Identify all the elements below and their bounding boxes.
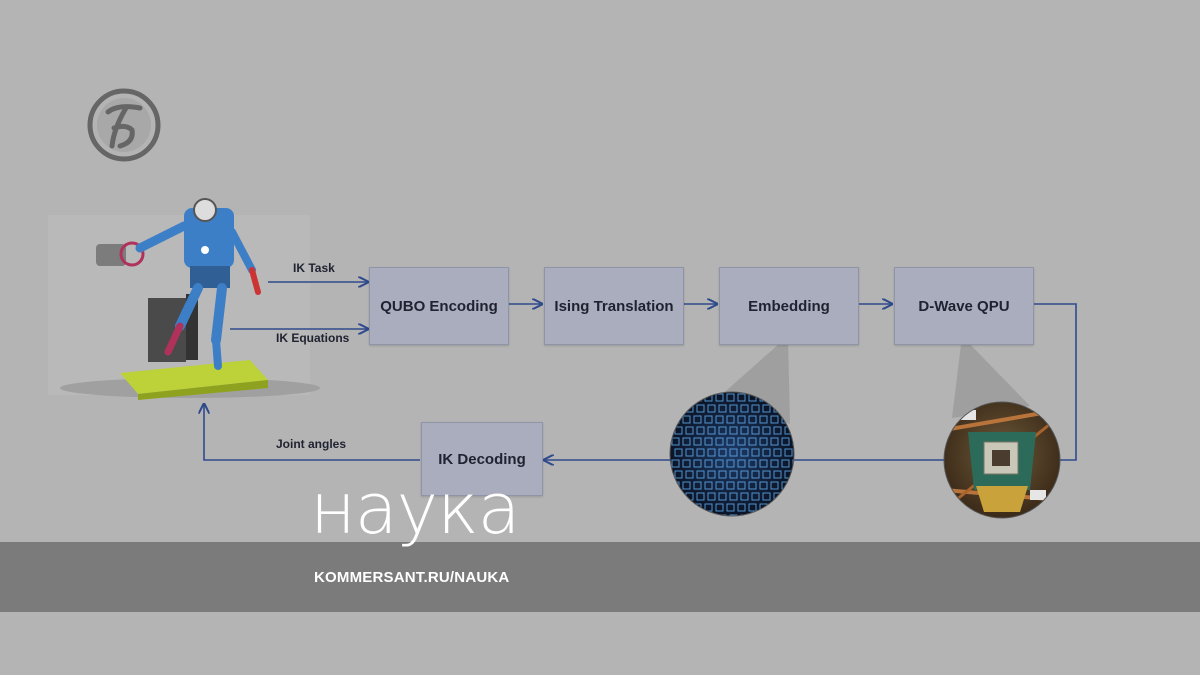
kommersant-logo-icon bbox=[87, 88, 161, 162]
section-url-link[interactable]: KOMMERSANT.RU/NAUKA bbox=[314, 569, 510, 586]
ik-task-label: IK Task bbox=[293, 261, 335, 275]
arrow-dwave-return bbox=[1032, 303, 1077, 461]
ik-equations-label: IK Equations bbox=[276, 331, 350, 345]
ising-translation-node: Ising Translation bbox=[544, 267, 684, 345]
qubo-encoding-node: QUBO Encoding bbox=[369, 267, 509, 345]
brand-banner bbox=[0, 542, 1200, 612]
arrow-joint-angles bbox=[204, 404, 420, 461]
section-title: наука bbox=[310, 468, 521, 550]
qpu-processor-icon bbox=[943, 401, 1061, 519]
dwave-qpu-node: D-Wave QPU bbox=[894, 267, 1034, 345]
embedding-node: Embedding bbox=[719, 267, 859, 345]
joint-angles-label: Joint angles bbox=[276, 437, 347, 451]
qubit-chip-icon bbox=[669, 391, 795, 517]
ik-decoding-node: IK Decoding bbox=[421, 422, 543, 496]
humanoid-robot-icon bbox=[48, 198, 320, 400]
qpu-zoom-cone bbox=[952, 336, 1030, 418]
